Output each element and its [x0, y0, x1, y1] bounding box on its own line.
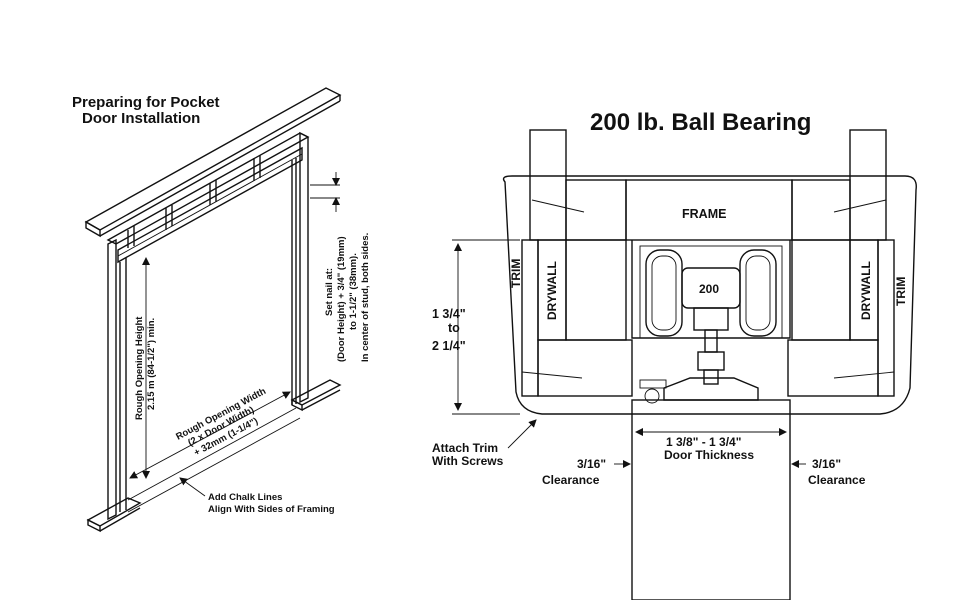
attach-trim-line1: Attach Trim: [432, 441, 498, 455]
chalk-line2: Align With Sides of Framing: [208, 504, 335, 515]
drywall-left-label: DRYWALL: [545, 261, 559, 320]
drywall-right-label: DRYWALL: [859, 261, 873, 320]
set-nail-line1: Set nail at:: [324, 268, 335, 316]
attach-trim-line2: With Screws: [432, 454, 504, 468]
right-title: 200 lb. Ball Bearing: [590, 109, 811, 136]
clearance-left-line2: Clearance: [542, 473, 600, 487]
rough-height-line2: 2.15 m (84-1/2") min.: [146, 318, 157, 410]
set-nail-line4: In center of stud, both sides.: [360, 233, 371, 362]
frame-label: FRAME: [682, 207, 726, 221]
chalk-line1: Add Chalk Lines: [208, 492, 282, 503]
trim-right-label: TRIM: [894, 277, 908, 306]
left-title-line1: Preparing for Pocket: [72, 94, 220, 111]
set-nail-line3: to 1-1/2" (38mm).: [348, 253, 359, 330]
height-dim-line3: 2 1/4": [432, 339, 466, 353]
height-dim-line2: to: [448, 321, 460, 335]
wheel-label: 200: [699, 282, 719, 296]
height-dim-line1: 1 3/4": [432, 307, 466, 321]
clearance-left-line1: 3/16": [577, 457, 606, 471]
section-drawing: [452, 129, 917, 600]
clearance-right-line2: Clearance: [808, 473, 866, 487]
framing-illustration: [84, 87, 342, 533]
clearance-right-line1: 3/16": [812, 457, 841, 471]
left-title-line2: Door Installation: [82, 110, 200, 127]
door-thickness-line1: 1 3/8" - 1 3/4": [666, 435, 741, 449]
trim-left-label: TRIM: [509, 259, 523, 288]
door-thickness-line2: Door Thickness: [664, 448, 754, 462]
rough-height-line1: Rough Opening Height: [134, 316, 145, 420]
set-nail-line2: (Door Height) + 3/4" (19mm): [336, 236, 347, 362]
